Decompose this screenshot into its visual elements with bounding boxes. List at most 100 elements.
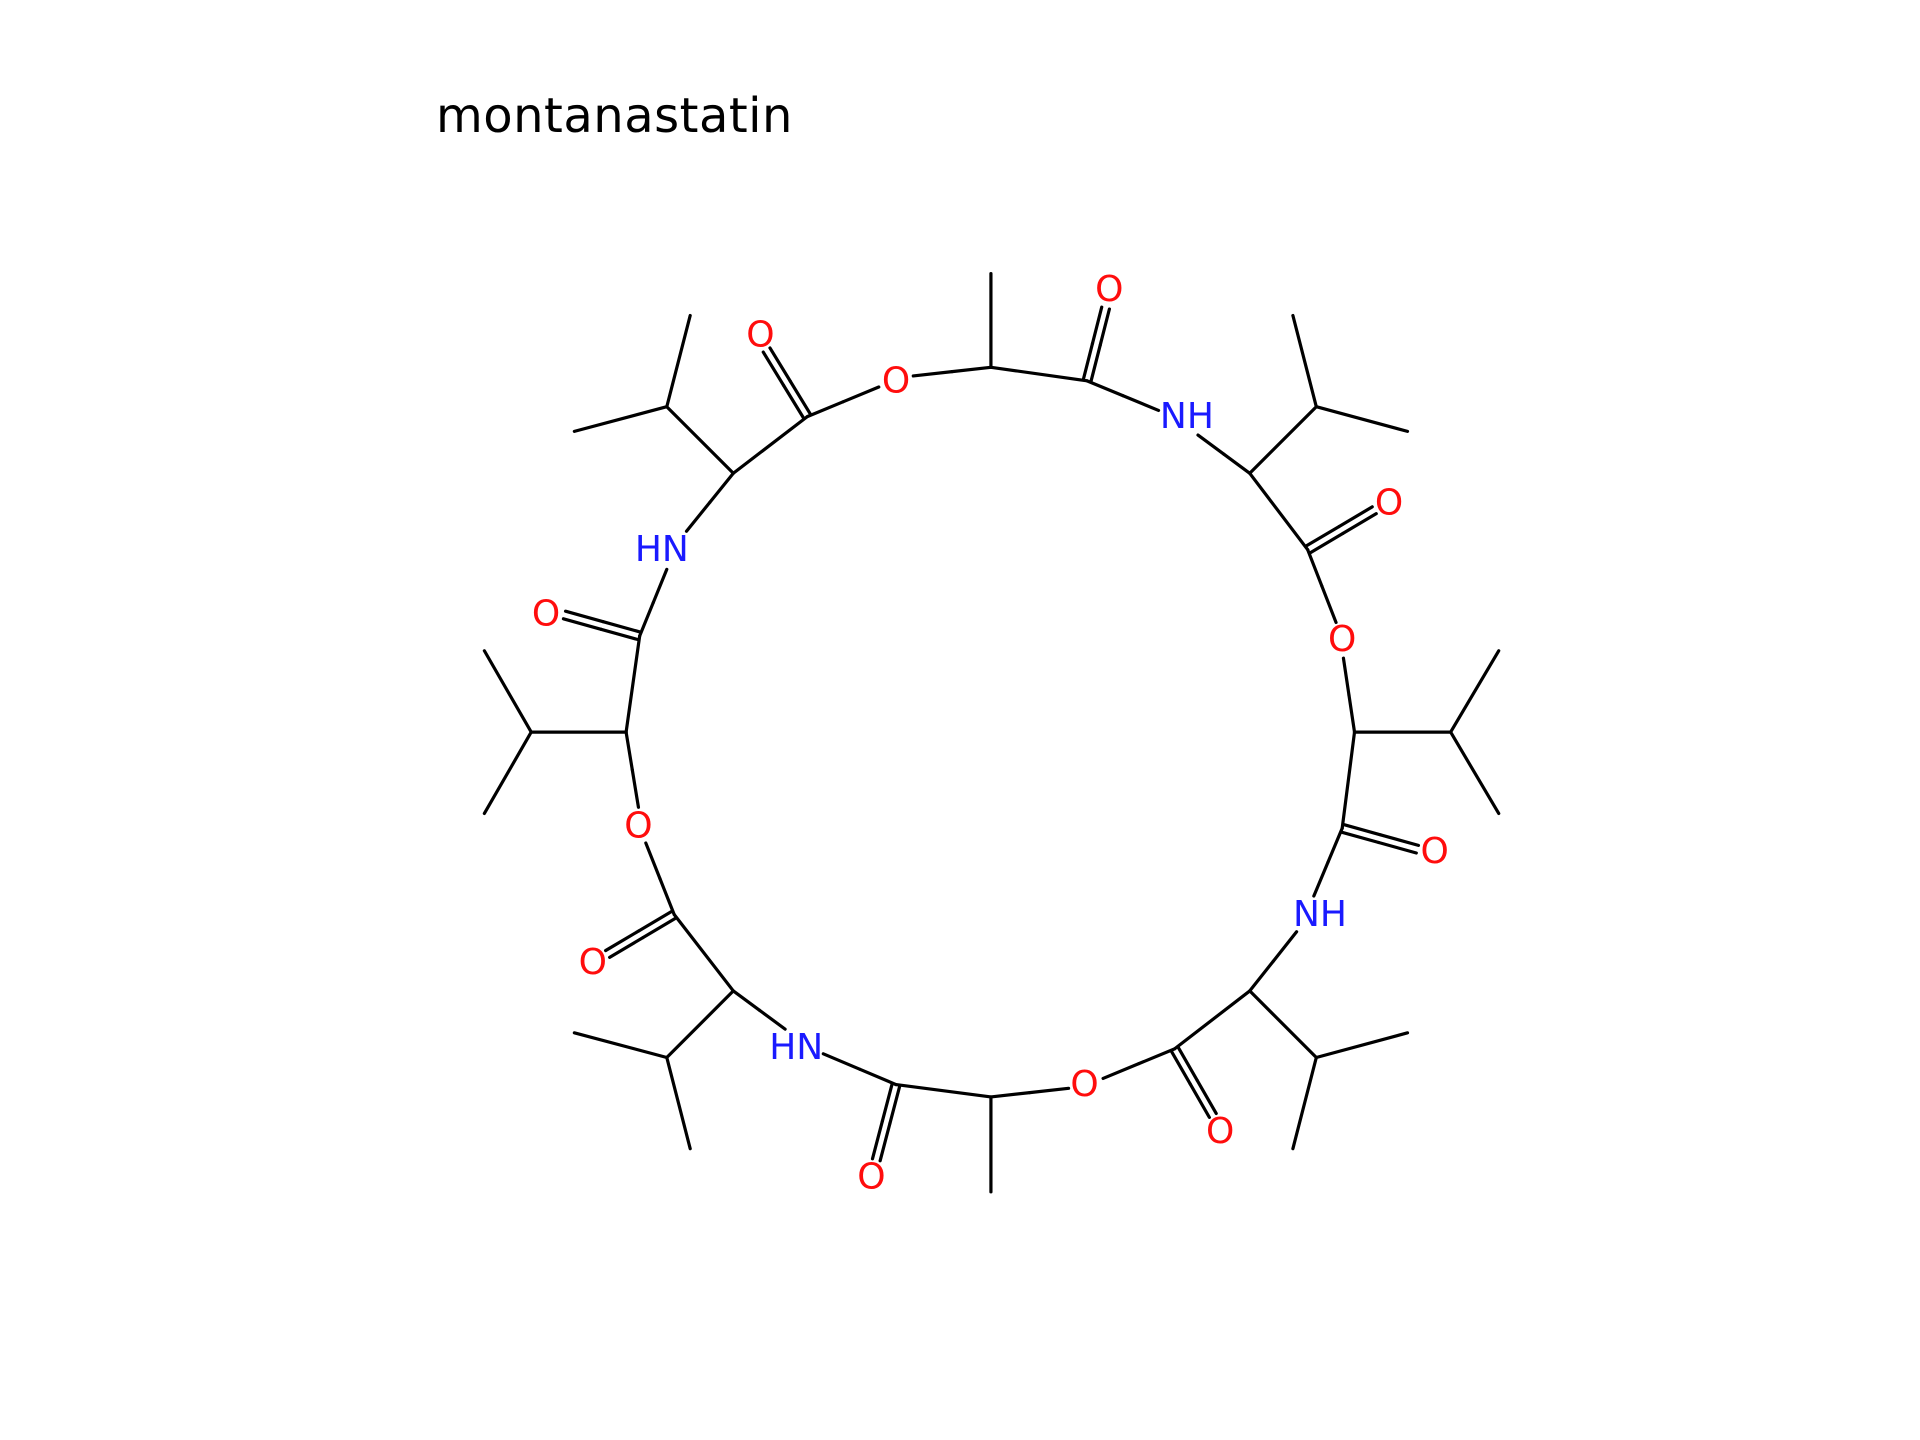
ring-bond [1271,930,1299,963]
carbonyl-oxygen-label: O [1095,269,1123,310]
ring-oxygen-label: O [1328,619,1356,660]
ring-bond [651,567,669,605]
carbonyl-bond [1339,830,1381,845]
amide-nitrogen-label: NH [1293,894,1347,935]
ring-bond [1306,548,1324,588]
ring-bond [989,365,1089,383]
carbonyl-bond [1090,305,1104,346]
ring-oxygen-label: O [882,360,910,401]
ring-bond [1222,452,1252,475]
isopropyl-bond [1449,730,1501,816]
ring-oxygen-label: O [1070,1064,1098,1105]
ring-bond [911,369,954,378]
ring-oxygen-label: O [624,805,652,846]
carbonyl-bond [1341,512,1378,535]
carbonyl-bond [1304,524,1341,548]
carbonyl-bond [1169,1049,1192,1086]
carbonyl-bond [1308,531,1345,555]
ring-bond [1248,959,1275,993]
ring-bond [1340,730,1357,830]
carbonyl-bond [1341,822,1383,837]
isopropyl-bond [482,730,533,816]
carbonyl-bond [1098,307,1111,348]
ring-bond [1320,584,1338,625]
carbonyl-bond [788,379,813,417]
ring-bond [708,471,735,504]
carbonyl-bond [761,350,786,387]
ring-bond [1312,860,1330,898]
ring-bond [731,989,761,1012]
ring-bond [672,912,735,993]
ring-bond [894,1082,993,1099]
ring-bond [1028,1086,1071,1095]
ring-bond [1101,1062,1141,1081]
isopropyl-bond [665,989,735,1060]
ring-bond [989,1091,1032,1099]
amide-nitrogen-label: NH [1160,396,1214,437]
carbonyl-oxygen-label: O [857,1157,885,1198]
isopropyl-bond [1291,1055,1318,1151]
carbonyl-bond [768,346,792,383]
ring-bond [630,768,641,809]
isopropyl-bond [1314,1031,1410,1060]
ring-bond [1172,989,1252,1051]
carbonyl-bond [888,1084,902,1125]
carbonyl-oxygen-label: O [1420,831,1448,872]
ring-bond [805,400,845,419]
carbonyl-bond [1377,840,1418,855]
carbonyl-bond [1337,505,1374,529]
isopropyl-bond [665,1055,692,1151]
bond-layer [482,272,1501,1194]
carbonyl-oxygen-label: O [1375,482,1403,523]
carbonyl-bond [1195,1078,1218,1116]
carbonyl-bond [604,929,641,953]
ring-bond [644,841,662,881]
ring-bond [821,1052,862,1071]
ring-bond [1085,379,1125,398]
ring-bond [1341,656,1351,697]
ring-bond [757,1008,787,1031]
ring-bond [1137,1047,1177,1066]
amide-nitrogen-label: HN [635,529,689,570]
isopropyl-bond [1248,989,1318,1060]
isopropyl-bond [1314,405,1410,433]
ring-bond [1326,826,1344,864]
carbonyl-oxygen-label: O [579,942,607,983]
ring-bond [1196,433,1226,456]
carbonyl-oxygen-label: O [1206,1111,1234,1152]
carbonyl-bond [599,627,641,642]
ring-bond [624,634,642,734]
carbonyl-bond [781,383,806,421]
isopropyl-bond [665,313,692,409]
carbonyl-bond [878,1121,892,1163]
isopropyl-bond [572,1031,669,1060]
carbonyl-bond [601,620,643,634]
carbonyl-bond [1188,1082,1211,1119]
ring-bond [731,414,809,475]
ring-bond [684,500,712,533]
carbonyl-bond [1081,341,1095,382]
carbonyl-bond [1089,343,1102,384]
molecule-title: montanastatin [436,88,793,144]
ring-bond [638,601,655,638]
isopropyl-bond [1449,649,1501,734]
isopropyl-bond [1291,313,1318,409]
carbonyl-bond [1379,833,1421,847]
ring-bond [624,730,634,772]
ring-bond [841,385,881,404]
ring-bond [858,1067,898,1087]
ring-bond [1121,394,1161,413]
ring-bond [658,877,676,917]
amide-nitrogen-label: HN [769,1027,823,1068]
isopropyl-bond [572,405,669,433]
carbonyl-bond [561,617,603,631]
carbonyl-bond [870,1119,884,1161]
ring-bond [1347,693,1357,734]
carbonyl-bond [608,936,645,959]
isopropyl-bond [1248,405,1318,475]
carbonyl-bond [637,909,674,933]
ring-bond [950,365,993,374]
carbonyl-oxygen-label: O [746,315,774,356]
